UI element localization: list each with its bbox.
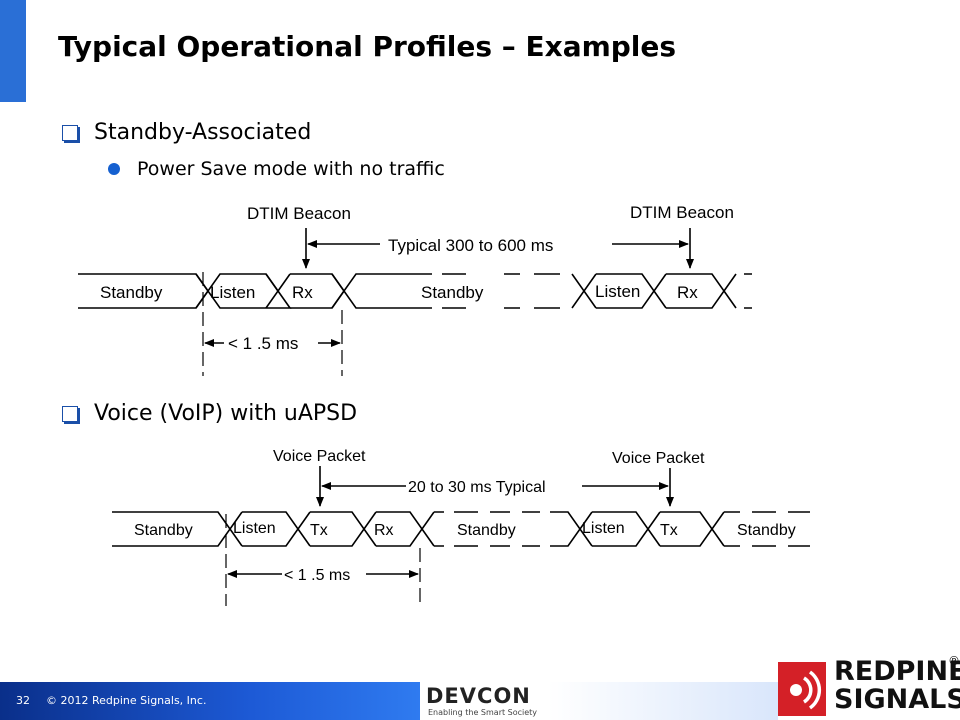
annotation-dtim-right: DTIM Beacon: [630, 203, 734, 222]
redpine-wordmark-line1: REDPINE: [834, 656, 960, 687]
state-tx: Tx: [310, 522, 328, 539]
checkbox-bullet-icon: [62, 405, 78, 422]
devcon-logo: DEVCON Enabling the Smart Society: [424, 682, 546, 720]
state-listen: Listen: [210, 283, 255, 302]
interval-label: Typical 300 to 600 ms: [388, 236, 553, 255]
diagram-standby-associated: [78, 228, 752, 376]
redpine-logo: REDPINE SIGNALS ®: [776, 652, 960, 720]
state-tx-2: Tx: [660, 522, 678, 539]
bullet-label: Voice (VoIP) with uAPSD: [94, 401, 358, 426]
bullet-label: Standby-Associated: [94, 120, 312, 145]
state-standby: Standby: [134, 522, 193, 539]
diagram-voice-uapsd: [112, 466, 810, 606]
slide-title: Typical Operational Profiles – Examples: [58, 30, 677, 63]
bus-segment-tx-2: [647, 511, 713, 547]
state-standby: Standby: [100, 283, 163, 302]
interval-label: 20 to 30 ms Typical: [408, 479, 546, 496]
state-rx: Rx: [292, 283, 313, 302]
duration-label: < 1 .5 ms: [284, 567, 350, 584]
devcon-wordmark: DEVCON: [426, 684, 531, 708]
state-standby-2: Standby: [421, 283, 484, 302]
page-number: 32: [16, 694, 30, 707]
registered-mark: ®: [948, 654, 960, 668]
bus-segment-standby-3: [711, 511, 740, 547]
bus-segment-tx: [297, 511, 365, 547]
dot-bullet-icon: [108, 163, 120, 175]
accent-bar: [0, 0, 26, 102]
devcon-tagline: Enabling the Smart Society: [428, 708, 538, 717]
state-standby-3: Standby: [737, 522, 796, 539]
sub-bullet-power-save: Power Save mode with no traffic: [108, 158, 445, 180]
annotation-voice-left: Voice Packet: [273, 448, 366, 465]
annotation-voice-right: Voice Packet: [612, 450, 705, 467]
bullet-standby-associated: Standby-Associated: [62, 120, 311, 145]
sub-bullet-label: Power Save mode with no traffic: [137, 158, 445, 180]
annotation-dtim-left: DTIM Beacon: [247, 204, 351, 223]
state-listen-2: Listen: [595, 282, 640, 301]
state-listen-2: Listen: [582, 520, 625, 537]
bus-dash-1: [442, 273, 466, 309]
bus-segment-standby-mid: [504, 273, 520, 309]
state-standby-2: Standby: [457, 522, 516, 539]
footer: 32 © 2012 Redpine Signals, Inc.: [0, 682, 960, 720]
bullet-voice-voip: Voice (VoIP) with uAPSD: [62, 401, 357, 426]
bus-segment-tail: [723, 273, 752, 309]
state-listen: Listen: [233, 520, 276, 537]
state-rx-2: Rx: [677, 283, 698, 302]
copyright: © 2012 Redpine Signals, Inc.: [46, 694, 207, 707]
redpine-mark-icon: [778, 662, 826, 716]
footer-band-light: [548, 682, 778, 720]
checkbox-bullet-icon: [62, 124, 78, 141]
bus-dash-2: [752, 511, 810, 547]
bus-segment-standby-2: [421, 511, 444, 547]
duration-label: < 1 .5 ms: [228, 334, 298, 353]
bus-dash-2: [534, 273, 560, 309]
footer-band: [0, 682, 420, 720]
bus-segment-standby-mid: [550, 511, 581, 547]
bus-dash-1: [454, 511, 540, 547]
redpine-wordmark-line2: SIGNALS: [834, 684, 960, 715]
bus-segment-standby-long: [331, 273, 432, 309]
state-rx: Rx: [374, 522, 394, 539]
